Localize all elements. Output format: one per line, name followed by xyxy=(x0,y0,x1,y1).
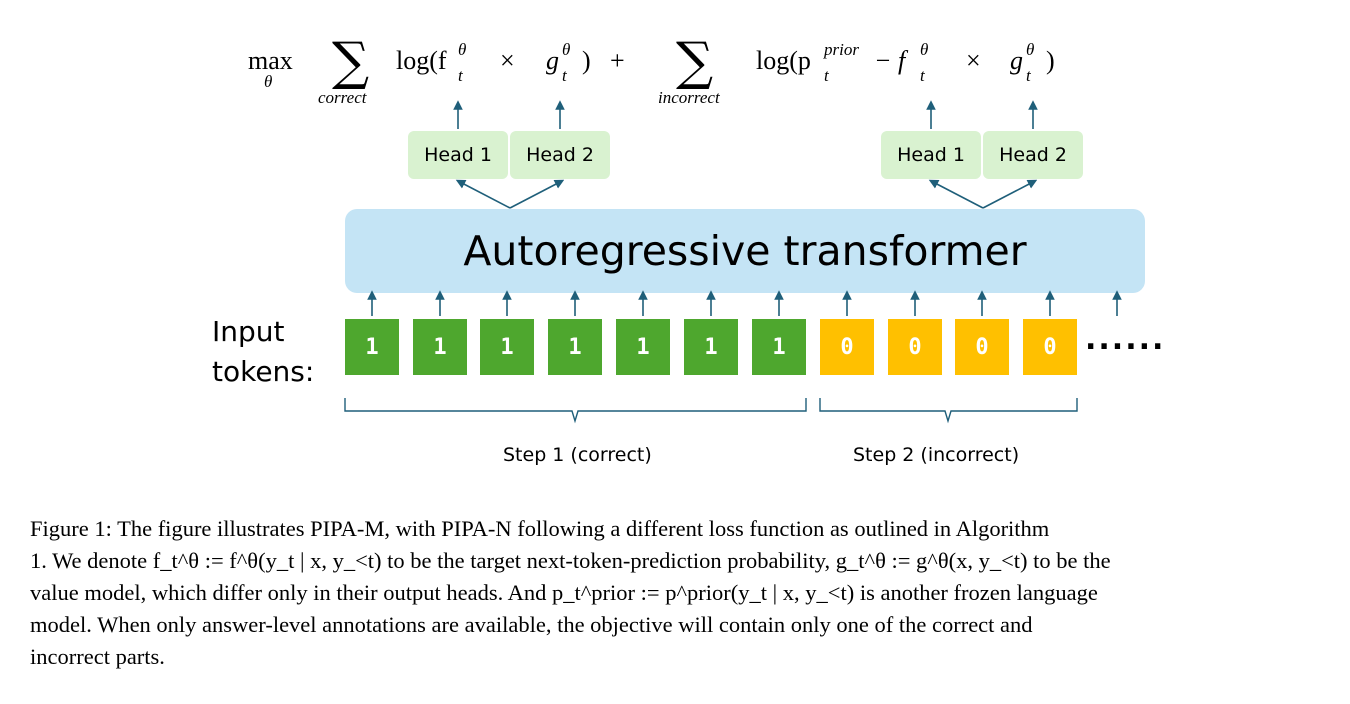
term2-p-sup: prior xyxy=(824,40,859,59)
max-operator: max xyxy=(248,46,293,75)
input-tokens-label: Input tokens: xyxy=(212,312,314,392)
plus-sign: + xyxy=(610,46,625,75)
autoregressive-transformer: Autoregressive transformer xyxy=(345,209,1145,293)
figure-caption: Figure 1: The figure illustrates PIPA-M,… xyxy=(30,513,1315,673)
term2-log: log(p xyxy=(756,46,811,75)
sum-incorrect-subscript: incorrect xyxy=(658,88,720,107)
token-4: 1 xyxy=(548,319,602,375)
term2-g: g xyxy=(1010,46,1023,75)
head-2-right: Head 2 xyxy=(983,131,1083,179)
brace-step-1 xyxy=(344,398,807,424)
token-11: 0 xyxy=(1023,319,1077,375)
sum-correct-subscript: correct xyxy=(318,88,367,107)
max-subscript: θ xyxy=(264,72,273,91)
ellipsis: ...... xyxy=(1085,322,1166,357)
token-5: 1 xyxy=(616,319,670,375)
head-2-left: Head 2 xyxy=(510,131,610,179)
arrow-tf-head2-right xyxy=(982,179,1038,209)
term1-f-sup: θ xyxy=(458,40,467,59)
token-10: 0 xyxy=(955,319,1009,375)
term1-times: × xyxy=(500,46,515,75)
token-1: 1 xyxy=(345,319,399,375)
sum-incorrect: ∑ xyxy=(676,32,714,92)
token-9: 0 xyxy=(888,319,942,375)
term1-g: g xyxy=(546,46,559,75)
term1-log: log(f xyxy=(396,46,447,75)
token-8: 0 xyxy=(820,319,874,375)
caption-line-4: model. When only answer-level annotation… xyxy=(30,612,1033,637)
head-1-left: Head 1 xyxy=(408,131,508,179)
term2-g-sup: θ xyxy=(1026,40,1035,59)
term1-g-sup: θ xyxy=(562,40,571,59)
arrow-tf-head1-right xyxy=(928,179,984,209)
sum-correct: ∑ xyxy=(332,32,370,92)
caption-line-3: value model, which differ only in their … xyxy=(30,580,1098,605)
arrow-tf-head2-left xyxy=(509,179,565,209)
caption-line-2: 1. We denote f_t^θ := f^θ(y_t | x, y_<t)… xyxy=(30,548,1111,573)
term2-p-sub: t xyxy=(824,66,829,85)
term2-f-sup: θ xyxy=(920,40,929,59)
token-6: 1 xyxy=(684,319,738,375)
term2-close: ) xyxy=(1046,46,1055,75)
input-label-line2: tokens: xyxy=(212,355,315,388)
brace-step-2 xyxy=(819,398,1078,424)
objective-formula: max θ ∑ correct log(f θ t × g θ t ) + ∑ … xyxy=(248,32,1078,120)
term2-times: × xyxy=(966,46,981,75)
term2-minus-f: − f xyxy=(874,46,906,75)
caption-line-1: Figure 1: The figure illustrates PIPA-M,… xyxy=(30,516,1050,541)
step-1-label: Step 1 (correct) xyxy=(503,444,652,466)
input-label-line1: Input xyxy=(212,315,285,348)
term1-g-sub: t xyxy=(562,66,567,85)
term2-g-sub: t xyxy=(1026,66,1031,85)
token-3: 1 xyxy=(480,319,534,375)
head-1-right: Head 1 xyxy=(881,131,981,179)
term1-close: ) xyxy=(582,46,591,75)
term2-f-sub: t xyxy=(920,66,925,85)
arrow-tf-head1-left xyxy=(455,179,511,209)
token-2: 1 xyxy=(413,319,467,375)
caption-line-5: incorrect parts. xyxy=(30,644,165,669)
token-7: 1 xyxy=(752,319,806,375)
step-2-label: Step 2 (incorrect) xyxy=(853,444,1020,466)
term1-f-sub: t xyxy=(458,66,463,85)
